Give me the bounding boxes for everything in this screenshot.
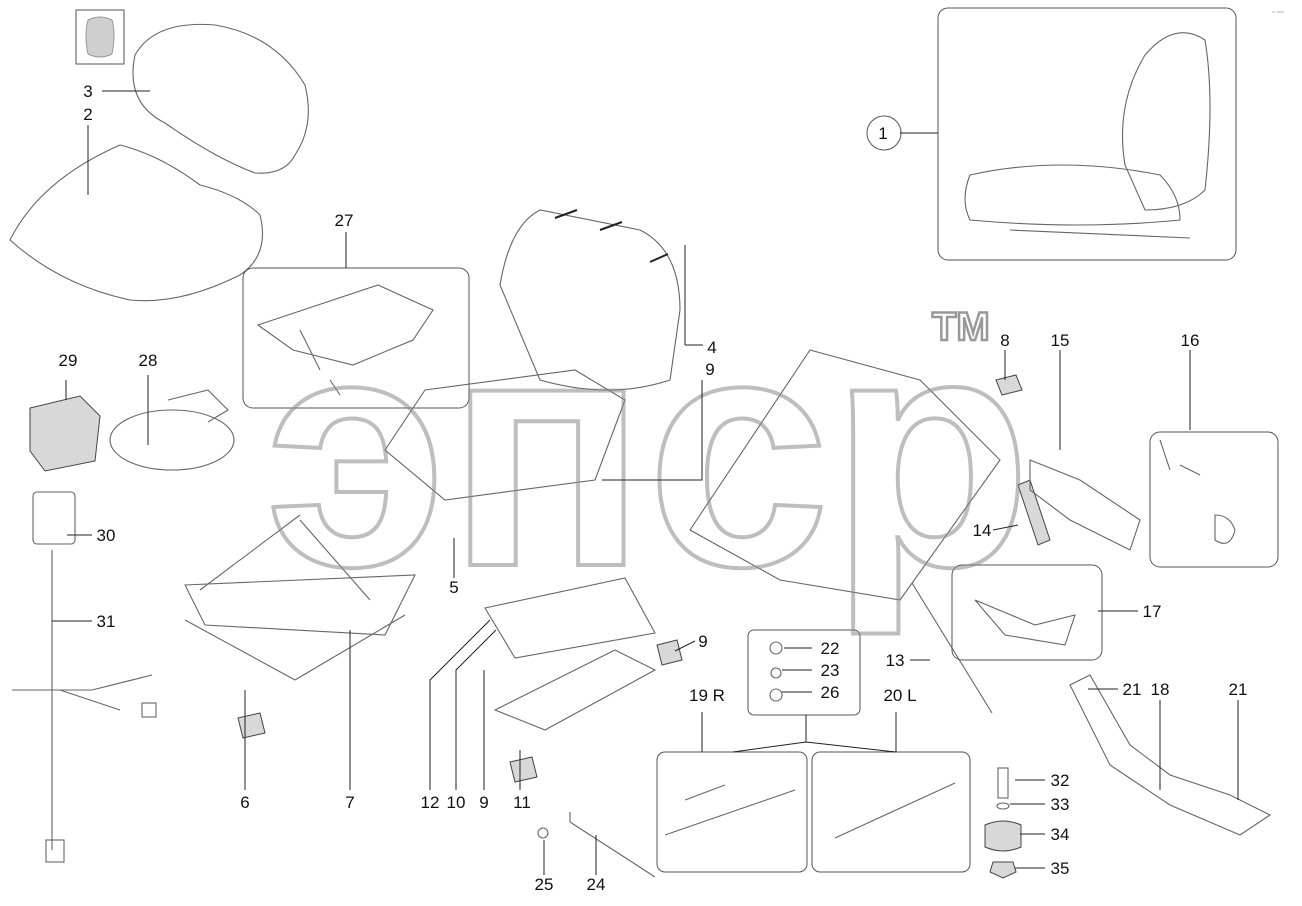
callout-34: 34 (1051, 825, 1070, 844)
clip-11 (509, 756, 538, 783)
callout-21b: 21 (1229, 680, 1248, 699)
seat-cushion (9, 144, 264, 302)
callout-5: 5 (449, 578, 458, 597)
corner-mark: ▫ ▫▫▫ (1272, 9, 1284, 16)
clip-28 (167, 389, 229, 423)
switch-part (1159, 439, 1236, 544)
bottom-plate (493, 649, 657, 731)
detail-box-27 (242, 267, 470, 409)
trademark-mark: TM (932, 305, 990, 349)
backrest-cushion (132, 23, 309, 174)
callout-23: 23 (821, 661, 840, 680)
leather-icon (75, 9, 125, 65)
base-frame (689, 349, 1001, 601)
callout-1: 1 (878, 124, 887, 143)
pin-25 (537, 827, 549, 839)
bolt-32 (997, 767, 1009, 799)
bolt-22 (769, 641, 783, 655)
callout-12: 12 (421, 793, 440, 812)
callout-8: 8 (1000, 331, 1009, 350)
callout-15: 15 (1051, 331, 1070, 350)
callout-31: 31 (97, 612, 116, 631)
callout-25: 25 (535, 875, 554, 894)
callout-18: 18 (1151, 680, 1170, 699)
clip-6 (237, 712, 266, 739)
seat-pan (384, 369, 626, 501)
bracket-15 (1029, 459, 1141, 551)
plug (45, 839, 65, 863)
callout-32: 32 (1051, 771, 1070, 790)
callout-30: 30 (97, 526, 116, 545)
relay (29, 395, 101, 472)
callout-7: 7 (345, 793, 354, 812)
callout-33: 33 (1051, 795, 1070, 814)
callout-9a: 9 (705, 360, 714, 379)
complete-seat-box (937, 7, 1237, 261)
callout-20l: 20 L (883, 686, 916, 705)
clip-8 (995, 374, 1023, 396)
rail-box-left (811, 751, 971, 873)
watermark: эпср (265, 266, 1032, 637)
callout-9c: 9 (698, 632, 707, 651)
scissor-frame (184, 514, 416, 681)
wire-loop (109, 409, 235, 471)
clip-9c (656, 639, 683, 666)
guide-rail (484, 577, 656, 659)
rail-20 (834, 782, 956, 839)
nut-35 (989, 861, 1017, 879)
callout-16: 16 (1181, 331, 1200, 350)
linkage-17 (974, 599, 1076, 646)
spring (1017, 479, 1051, 546)
callout-17: 17 (1143, 602, 1162, 621)
rail-19 (664, 784, 796, 836)
connector-30 (32, 491, 76, 545)
leader-lines (52, 90, 1239, 875)
hardware-box (747, 629, 861, 716)
callout-19r: 19 R (689, 686, 725, 705)
callout-10: 10 (447, 793, 466, 812)
plug-square (141, 702, 157, 718)
arrows (554, 209, 669, 263)
bracket-18 (1069, 674, 1272, 836)
callout-11: 11 (513, 793, 531, 812)
callout-4: 4 (707, 338, 716, 357)
complete-seat (964, 32, 1211, 239)
rod-24 (569, 812, 656, 878)
callout-3: 3 (83, 82, 92, 101)
fork-lines (701, 712, 897, 753)
lever-assembly (256, 284, 434, 396)
callout-27: 27 (335, 211, 354, 230)
callout-24: 24 (587, 875, 606, 894)
callout-22: 22 (821, 639, 840, 658)
washer-33 (996, 802, 1010, 810)
rail-box-right (656, 751, 808, 873)
callout-21a: 21 (1123, 680, 1142, 699)
callout-14: 14 (973, 521, 992, 540)
harness-31 (12, 550, 153, 850)
callout-6: 6 (240, 793, 249, 812)
detail-box-17 (951, 564, 1103, 661)
callout-2: 2 (83, 105, 92, 124)
backrest-frame (499, 209, 681, 391)
callout-28: 28 (139, 351, 158, 370)
damper-34 (984, 820, 1022, 852)
callout-26: 26 (821, 683, 840, 702)
washer-23 (770, 667, 782, 679)
callout-9b: 9 (479, 793, 488, 812)
callout-29: 29 (59, 351, 78, 370)
callout-35: 35 (1051, 859, 1070, 878)
nut-26 (769, 688, 783, 702)
detail-box-16 (1149, 431, 1279, 568)
callout-13: 13 (886, 651, 905, 670)
